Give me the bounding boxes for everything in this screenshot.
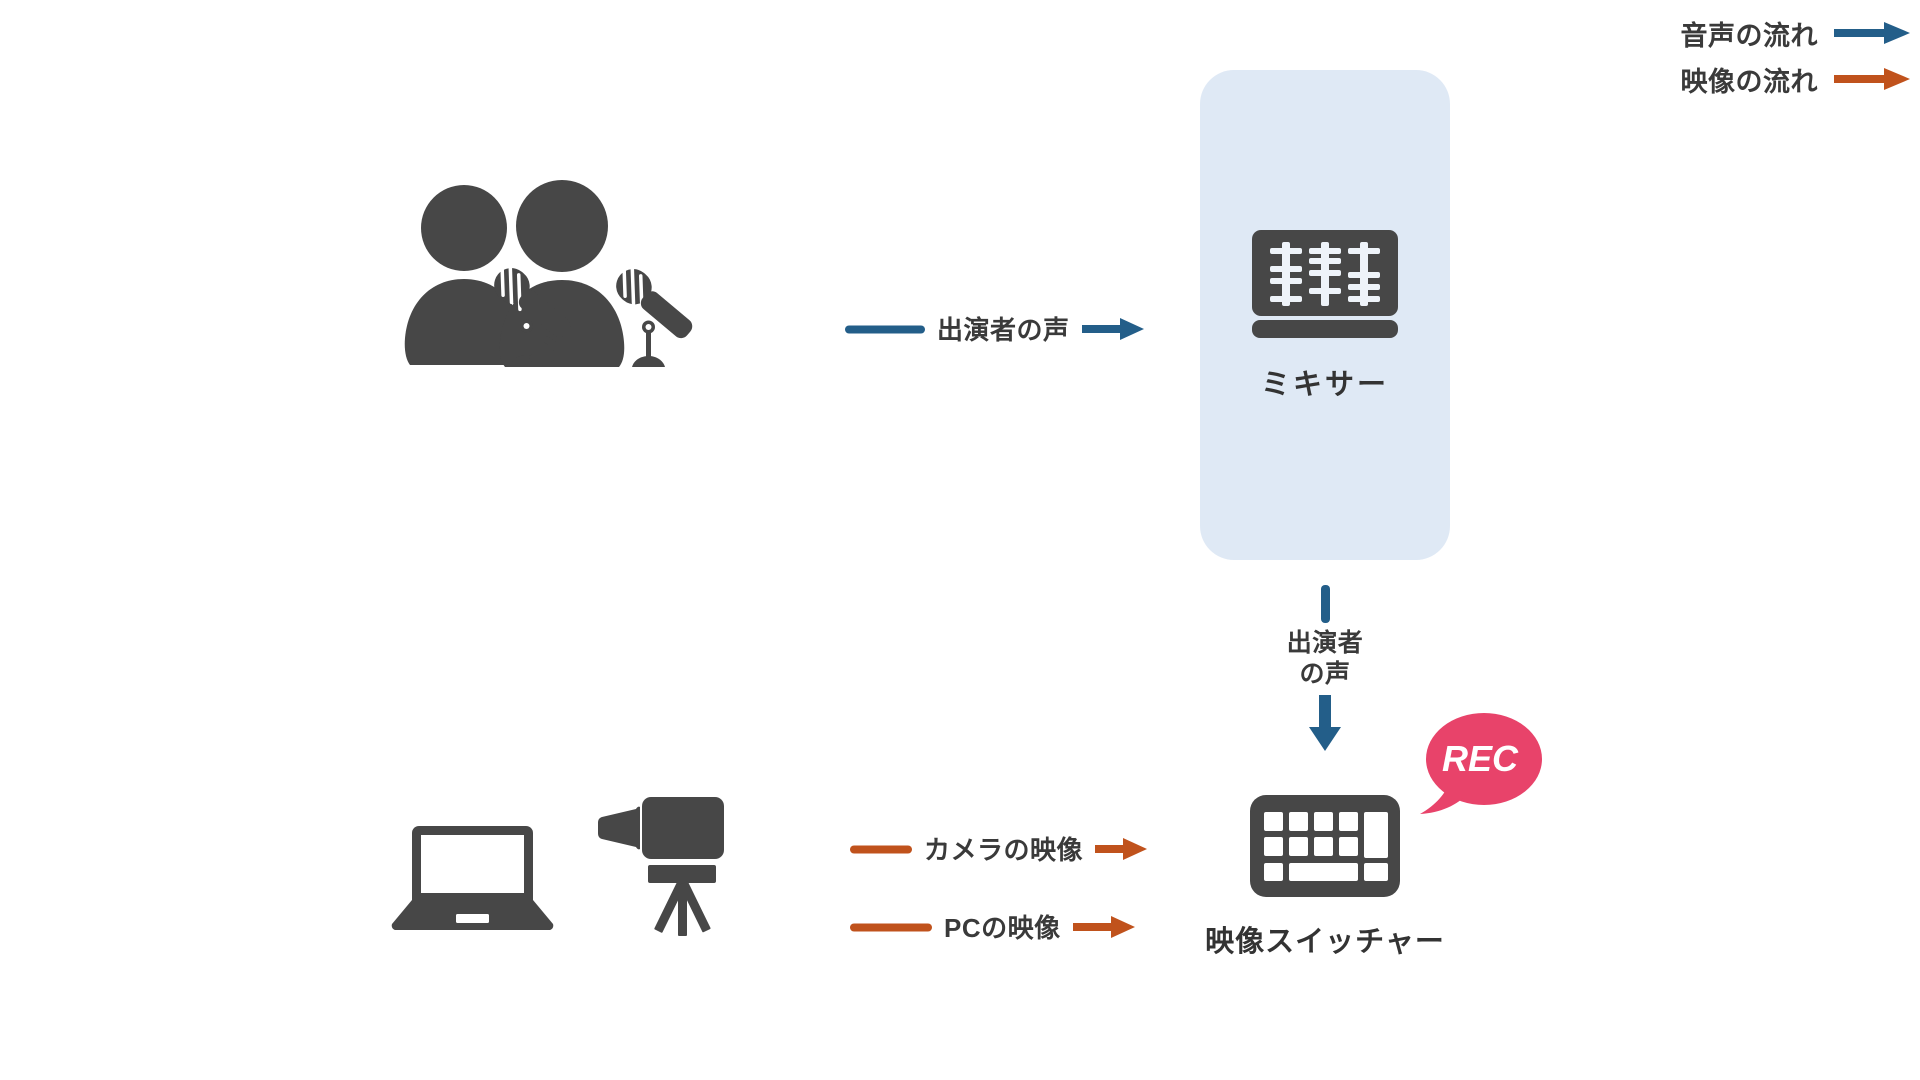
- flow-label-voice-line1: 出演者: [1286, 629, 1364, 657]
- flow-line-icon: [850, 923, 932, 931]
- flow-mixer-to-switcher: 出演者 の声: [1255, 585, 1395, 756]
- flow-camera-to-switcher: カメラの映像: [850, 830, 1148, 867]
- audio-mixer-icon: [1252, 230, 1398, 338]
- flow-line-icon: [845, 325, 925, 333]
- rec-label: REC: [1441, 738, 1518, 779]
- right-arrow-icon: [1095, 837, 1148, 860]
- status-badge-rec[interactable]: REC: [1418, 713, 1542, 817]
- flow-voice-to-mixer: 出演者の声: [845, 310, 1144, 347]
- right-arrow-icon: [1081, 317, 1144, 340]
- flow-line-icon: [1321, 585, 1330, 623]
- flow-label-voice: 出演者の声: [937, 315, 1070, 345]
- flow-pc-to-switcher: PCの映像: [850, 908, 1135, 945]
- speech-bubble-icon: [1420, 713, 1542, 814]
- legend-item-video: 映像の流れ: [1620, 56, 1910, 102]
- node-switcher[interactable]: 映像スイッチャー: [1190, 795, 1460, 960]
- down-arrow-icon: [1309, 695, 1341, 751]
- video-camera-tripod-icon: [590, 795, 740, 945]
- two-people-with-microphones-icon: [400, 180, 700, 375]
- node-label-mixer: ミキサー: [1260, 369, 1389, 401]
- node-label-switcher: 映像スイッチャー: [1205, 926, 1445, 958]
- legend-label-video: 映像の流れ: [1680, 66, 1818, 97]
- laptop-icon: [390, 820, 555, 935]
- flow-line-icon: [850, 845, 912, 853]
- video-switcher-keyboard-icon: [1250, 795, 1400, 897]
- flow-label-pc: PCの映像: [944, 913, 1061, 943]
- legend-label-audio: 音声の流れ: [1680, 20, 1818, 51]
- right-arrow-icon: [1834, 22, 1910, 44]
- right-arrow-icon: [1834, 68, 1910, 90]
- right-arrow-icon: [1072, 915, 1135, 938]
- legend-item-audio: 音声の流れ: [1620, 10, 1910, 56]
- legend: 音声の流れ 映像の流れ: [1620, 10, 1910, 102]
- node-mixer[interactable]: ミキサー: [1200, 230, 1450, 403]
- flow-label-voice-line2: の声: [1299, 659, 1351, 688]
- flow-label-camera: カメラの映像: [924, 835, 1084, 865]
